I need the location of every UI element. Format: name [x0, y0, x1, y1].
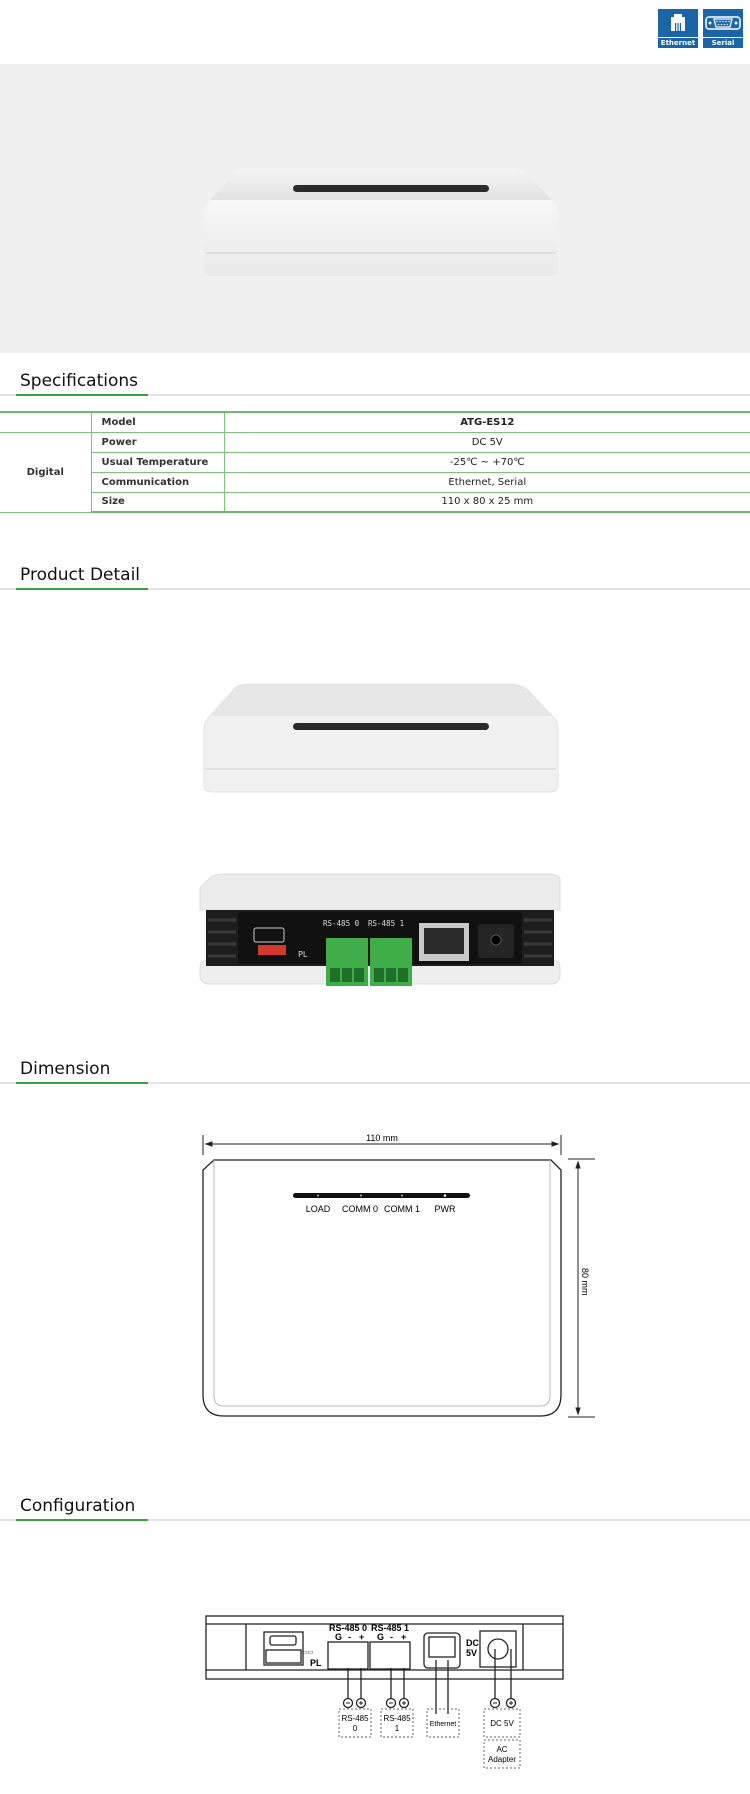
svg-text:AC: AC [496, 1745, 507, 1754]
svg-text:RS-485: RS-485 [383, 1714, 411, 1723]
hero-product-image [0, 64, 750, 353]
svg-text:DC 5V: DC 5V [490, 1719, 514, 1728]
svg-text:PL: PL [310, 1658, 322, 1668]
serial-badge: Serial [703, 9, 743, 48]
svg-text:110 mm: 110 mm [366, 1133, 398, 1143]
configuration-diagram: ·▭▭ PL RS-485 0 RS-485 1 G - + G - + DC … [205, 1615, 564, 1769]
section-divider [0, 1519, 750, 1521]
ethernet-port-icon [671, 14, 685, 31]
svg-text:RS-485: RS-485 [341, 1714, 369, 1723]
table-row: Model ATG-ES12 [0, 411, 750, 433]
spec-label: Communication [91, 471, 225, 493]
spec-value: -25℃ ~ +70℃ [224, 451, 750, 473]
svg-text:LOAD: LOAD [306, 1204, 331, 1214]
svg-text:0: 0 [353, 1724, 358, 1733]
svg-text:+: + [401, 1632, 406, 1642]
svg-text:-: - [390, 1632, 393, 1642]
section-divider [0, 394, 750, 396]
svg-text:Adapter: Adapter [488, 1755, 516, 1764]
spec-table: Model ATG-ES12 Digital Power DC 5V Usual… [0, 411, 750, 513]
spec-value: Ethernet, Serial [224, 471, 750, 493]
serial-port-icon [705, 16, 741, 30]
ethernet-badge-label: Ethernet [658, 37, 698, 48]
svg-text:RS-485 0: RS-485 0 [329, 1623, 367, 1633]
svg-text:+: + [359, 1632, 364, 1642]
interface-badges: Ethernet Serial [658, 9, 743, 48]
svg-text:COMM 1: COMM 1 [384, 1204, 420, 1214]
ethernet-badge: Ethernet [658, 9, 698, 48]
section-title-configuration: Configuration [20, 1496, 136, 1516]
svg-text:Ethernet: Ethernet [430, 1721, 457, 1728]
svg-text:·▭▭: ·▭▭ [300, 1650, 314, 1656]
svg-text:G: G [377, 1632, 384, 1642]
svg-text:RS-485 1: RS-485 1 [371, 1623, 409, 1633]
section-title-dimension: Dimension [20, 1059, 111, 1079]
table-row: Size 110 x 80 x 25 mm [0, 491, 750, 513]
device-rear-photo: PL RS-485 0 RS-485 1 [199, 873, 561, 986]
svg-text:DC: DC [466, 1638, 479, 1648]
svg-text:COMM 0: COMM 0 [342, 1204, 378, 1214]
svg-text:80 mm: 80 mm [580, 1268, 590, 1296]
spec-label: Usual Temperature [91, 451, 225, 473]
spec-value: ATG-ES12 [224, 411, 750, 433]
serial-badge-label: Serial [703, 37, 743, 48]
svg-text:G: G [335, 1632, 342, 1642]
spec-label: Size [91, 491, 225, 513]
device-front-image [204, 168, 558, 276]
spec-label: Power [91, 431, 225, 453]
spec-value: DC 5V [224, 431, 750, 453]
section-title-specifications: Specifications [20, 371, 139, 391]
section-divider [0, 1082, 750, 1084]
dimension-drawing: 110 mm LOAD COMM 0 COMM 1 PWR 80 mm [202, 1133, 595, 1418]
table-row: Communication Ethernet, Serial [0, 471, 750, 493]
table-row: Usual Temperature -25℃ ~ +70℃ [0, 451, 750, 473]
device-front-photo [203, 683, 559, 793]
svg-text:RS-485 0: RS-485 0 [323, 919, 360, 928]
svg-text:-: - [348, 1632, 351, 1642]
spec-group: Digital [0, 431, 92, 513]
table-row: Digital Power DC 5V [0, 431, 750, 513]
spec-value: 110 x 80 x 25 mm [224, 491, 750, 513]
svg-text:PL: PL [298, 950, 308, 959]
section-title-product-detail: Product Detail [20, 565, 141, 585]
svg-text:5V: 5V [466, 1648, 477, 1658]
svg-text:1: 1 [395, 1724, 400, 1733]
spec-label: Model [91, 411, 225, 433]
svg-text:RS-485 1: RS-485 1 [368, 919, 404, 928]
svg-text:PWR: PWR [435, 1204, 456, 1214]
section-divider [0, 588, 750, 590]
